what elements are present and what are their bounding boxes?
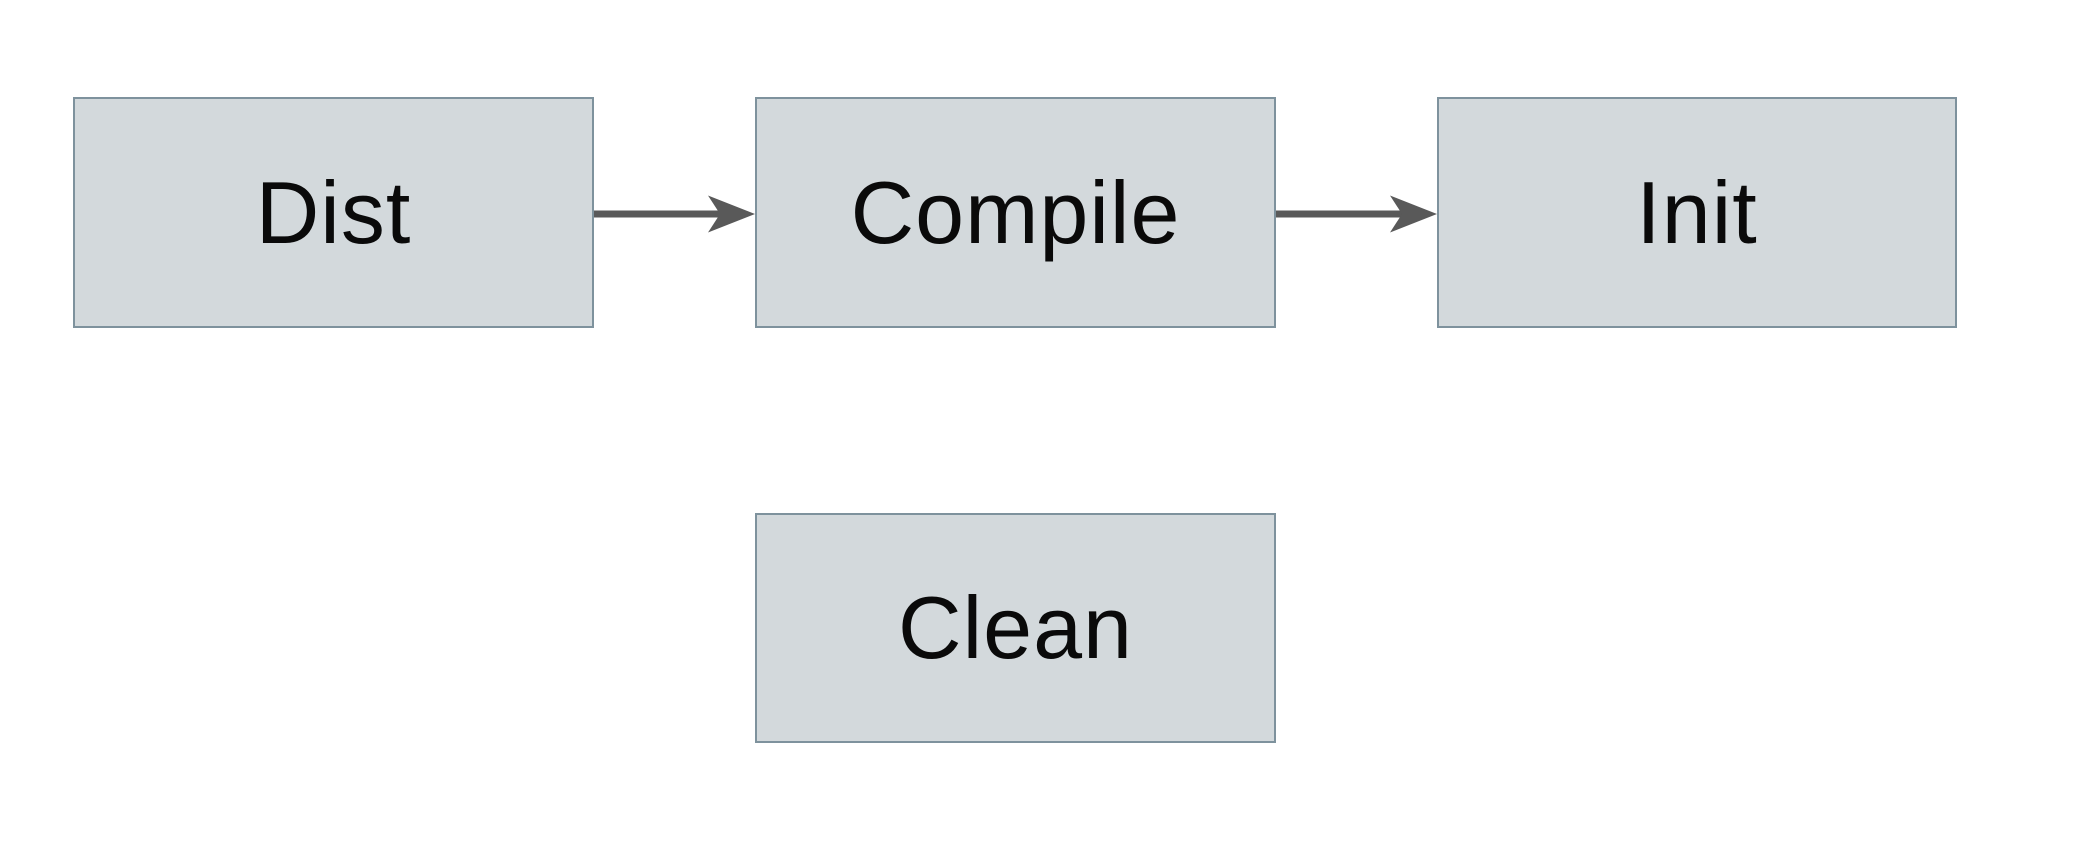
edge-compile-init (1276, 189, 1437, 239)
arrow-right-icon (1276, 195, 1437, 233)
node-init[interactable]: Init (1437, 97, 1957, 328)
node-clean[interactable]: Clean (755, 513, 1276, 743)
node-compile-label: Compile (850, 162, 1181, 262)
node-clean-label: Clean (898, 578, 1133, 677)
arrow-right-icon (594, 195, 755, 233)
node-dist-label: Dist (255, 162, 412, 262)
node-compile[interactable]: Compile (755, 97, 1276, 328)
node-dist[interactable]: Dist (73, 97, 594, 328)
edge-dist-compile (594, 189, 755, 239)
node-init-label: Init (1636, 162, 1758, 262)
